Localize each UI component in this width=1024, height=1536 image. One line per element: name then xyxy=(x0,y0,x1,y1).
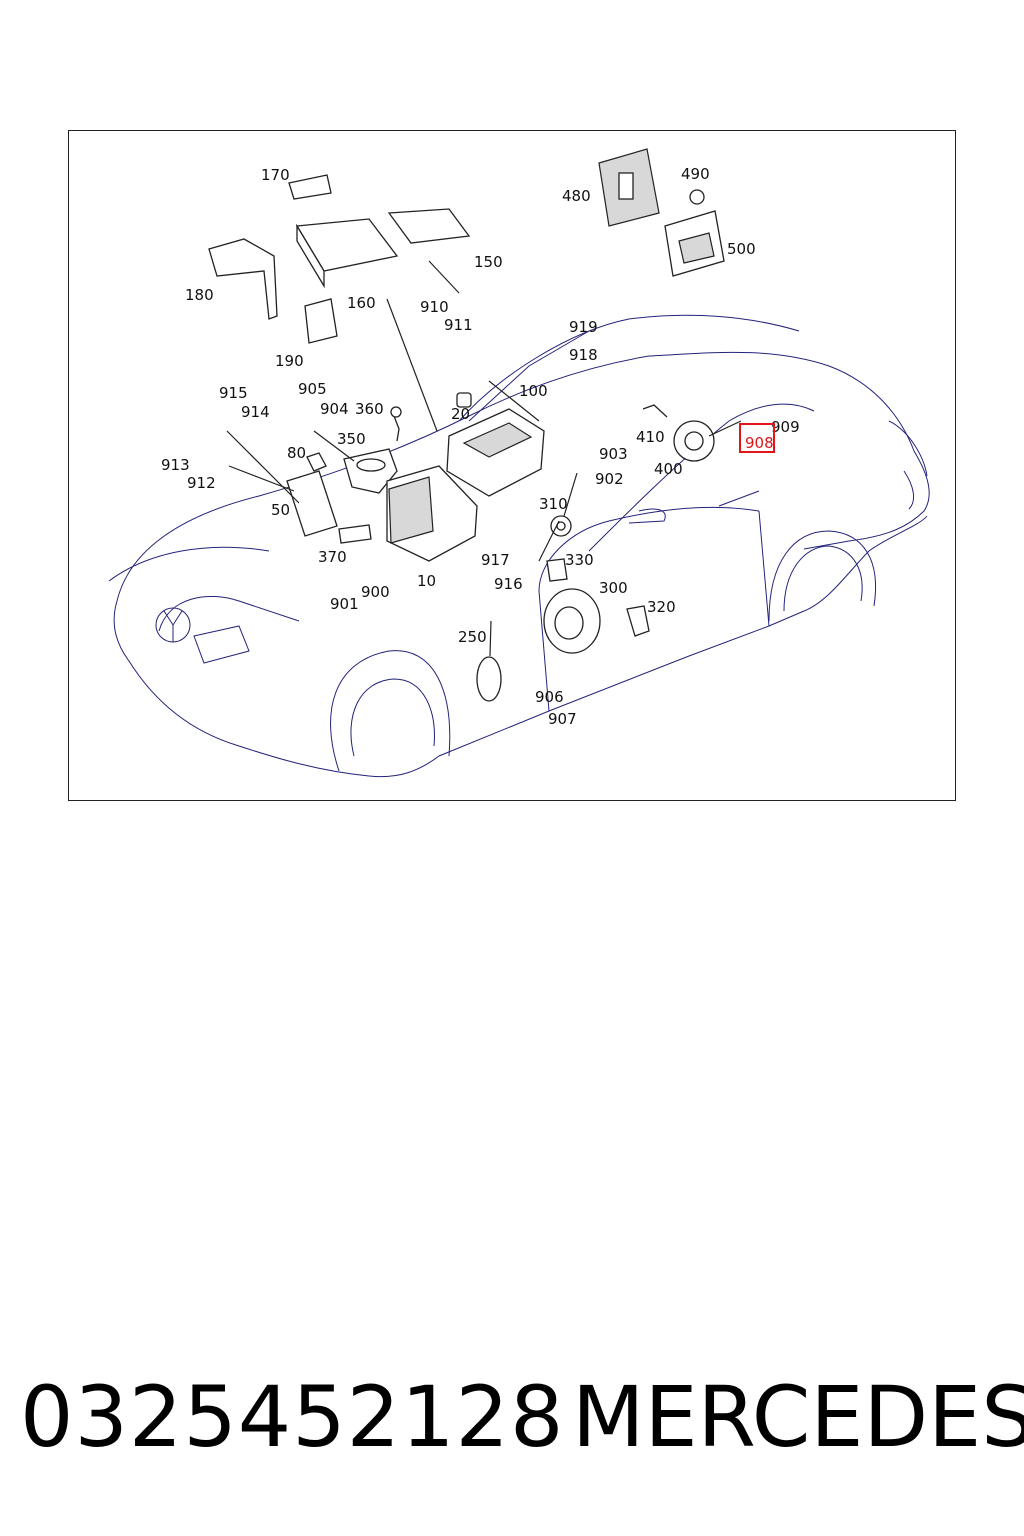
callout-label: 902 xyxy=(595,470,624,488)
callout-label: 50 xyxy=(271,501,290,519)
callout-label: 915 xyxy=(219,384,248,402)
callout-label: 360 xyxy=(355,400,384,418)
part-250 xyxy=(476,656,502,702)
callout-label: 914 xyxy=(241,403,270,421)
part-160-top xyxy=(296,223,325,289)
callout-label: 410 xyxy=(636,428,665,446)
callout-label: 916 xyxy=(494,575,523,593)
callout-label: 903 xyxy=(599,445,628,463)
callout-label-highlighted: 908 xyxy=(745,434,774,452)
part-490 xyxy=(689,189,705,205)
callout-label: 912 xyxy=(187,474,216,492)
callout-label: 400 xyxy=(654,460,683,478)
part-shapes xyxy=(208,148,725,702)
callout-label: 905 xyxy=(298,380,327,398)
parts-diagram: 170 150 480 490 500 180 160 910 911 919 … xyxy=(108,148,930,778)
callout-label: 910 xyxy=(420,298,449,316)
part-150 xyxy=(387,208,471,244)
callout-label: 900 xyxy=(361,583,390,601)
callout-label: 350 xyxy=(337,430,366,448)
callout-label: 370 xyxy=(318,548,347,566)
footer: 0325452128 MERCEDES xyxy=(0,1362,1024,1482)
callout-label: 901 xyxy=(330,595,359,613)
callout-label: 100 xyxy=(519,382,548,400)
part-410 xyxy=(642,404,668,418)
callout-label: 160 xyxy=(347,294,376,312)
callout-label: 906 xyxy=(535,688,564,706)
part-100-cable xyxy=(488,380,540,422)
callout-label: 490 xyxy=(681,165,710,183)
callout-label: 500 xyxy=(727,240,756,258)
callout-label: 919 xyxy=(569,318,598,336)
callout-label: 300 xyxy=(599,579,628,597)
callout-label: 904 xyxy=(320,400,349,418)
car-outline xyxy=(108,314,930,778)
callout-labels: 170 150 480 490 500 180 160 910 911 919 … xyxy=(161,165,800,728)
part-number: 0325452128 xyxy=(20,1368,565,1466)
parts-diagram-frame: 170 150 480 490 500 180 160 910 911 919 … xyxy=(68,130,956,801)
callout-label: 907 xyxy=(548,710,577,728)
callout-label: 480 xyxy=(562,187,591,205)
part-330 xyxy=(546,558,568,582)
part-80 xyxy=(306,452,327,472)
part-170 xyxy=(288,174,332,200)
callout-label: 180 xyxy=(185,286,214,304)
part-320 xyxy=(626,605,650,637)
callout-label: 10 xyxy=(417,572,436,590)
callout-label: 80 xyxy=(287,444,306,462)
part-50 xyxy=(286,470,338,537)
brand-name: MERCEDES xyxy=(572,1368,1024,1466)
callout-label: 20 xyxy=(451,405,470,423)
part-190 xyxy=(304,298,338,344)
callout-label: 918 xyxy=(569,346,598,364)
callout-label: 150 xyxy=(474,253,503,271)
callout-label: 909 xyxy=(771,418,800,436)
callout-label: 190 xyxy=(275,352,304,370)
callout-label: 911 xyxy=(444,316,473,334)
callout-label: 320 xyxy=(647,598,676,616)
callout-label: 250 xyxy=(458,628,487,646)
callout-label: 913 xyxy=(161,456,190,474)
leader-lines xyxy=(226,260,742,562)
highlight-box-908 xyxy=(739,423,775,453)
callout-label: 170 xyxy=(261,166,290,184)
callout-label: 917 xyxy=(481,551,510,569)
part-370 xyxy=(338,524,372,544)
callout-label: 330 xyxy=(565,551,594,569)
callout-label: 310 xyxy=(539,495,568,513)
part-360 xyxy=(393,415,400,442)
part-180 xyxy=(208,238,278,320)
